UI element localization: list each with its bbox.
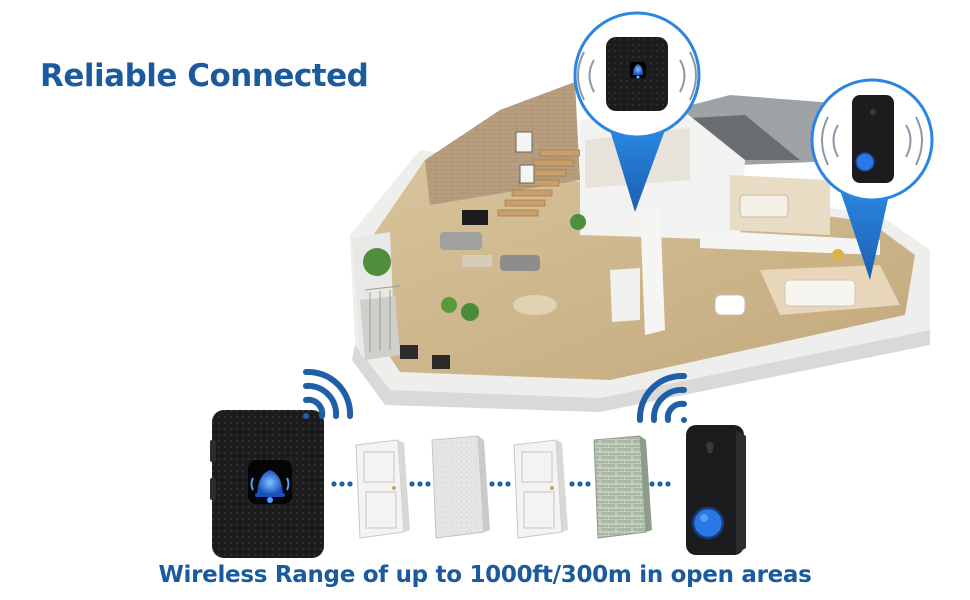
doorbell-button-icon xyxy=(855,152,875,172)
brick-wall-icon xyxy=(593,435,652,539)
transmitter-device xyxy=(686,425,746,555)
headline: Reliable Connected xyxy=(40,58,369,94)
bell-icon xyxy=(250,470,290,503)
transmitter-location-pin xyxy=(810,78,934,280)
wifi-signal-icon xyxy=(303,368,354,419)
wifi-signal-icon xyxy=(636,372,687,423)
doorbell-button-icon xyxy=(691,506,725,540)
receiver-device xyxy=(210,410,324,558)
bell-icon xyxy=(633,64,643,79)
signal-dots xyxy=(331,481,671,487)
door-icon xyxy=(513,439,568,539)
receiver-location-pin xyxy=(573,11,701,212)
range-caption: Wireless Range of up to 1000ft/300m in o… xyxy=(158,562,812,588)
door-icon xyxy=(355,439,410,539)
concrete-wall-icon xyxy=(431,435,490,539)
